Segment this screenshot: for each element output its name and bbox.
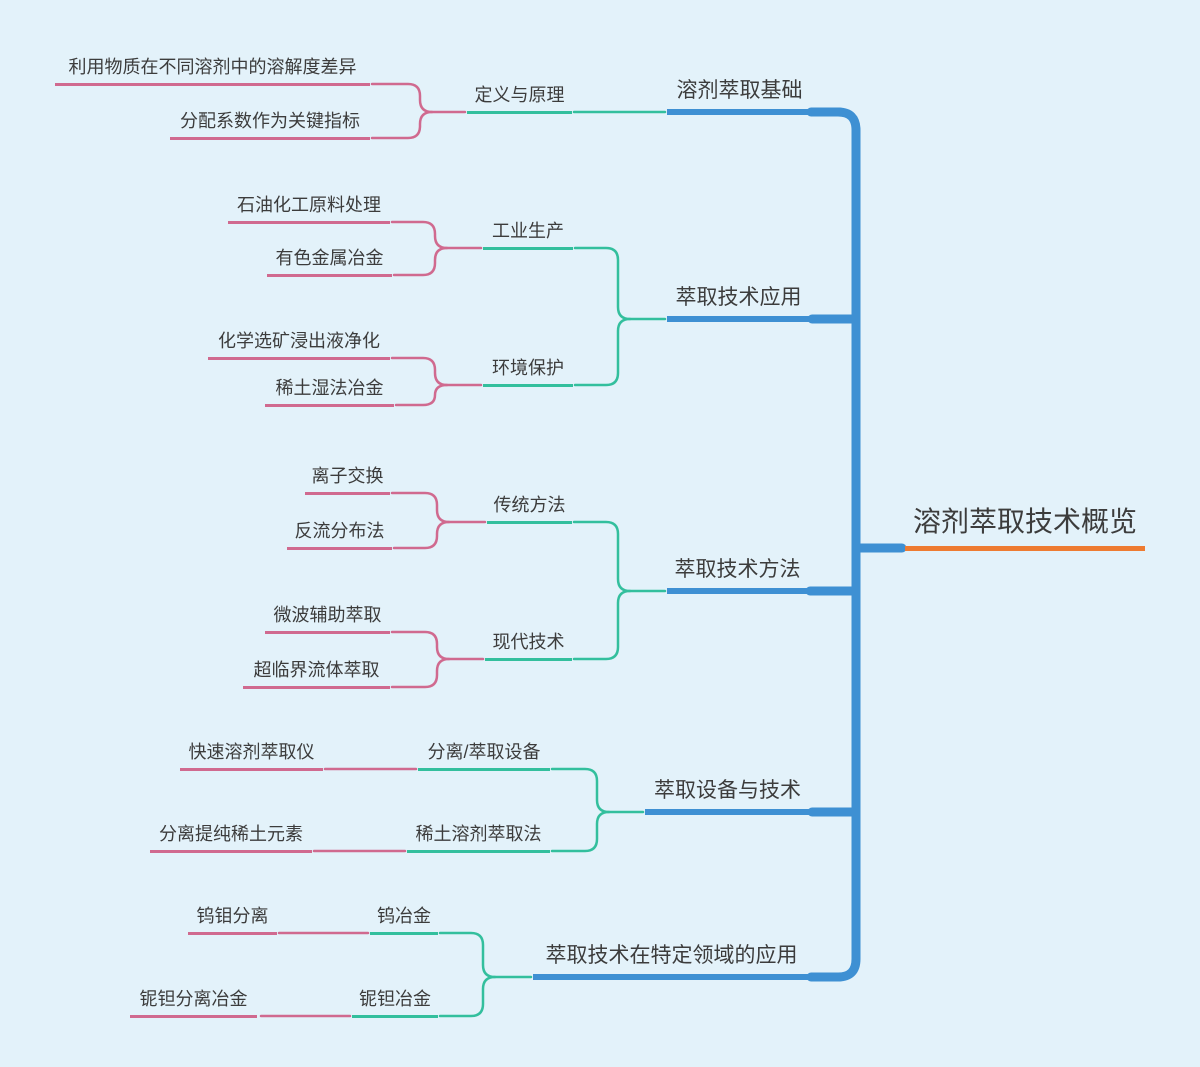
leaf-partition-coefficient[interactable]: 分配系数作为关键指标 [170, 110, 370, 140]
leaf-ion-exchange[interactable]: 离子交换 [305, 465, 390, 495]
connector-traditional-to-methods [572, 520, 667, 593]
branch-extraction-methods[interactable]: 萃取技术方法 [667, 557, 808, 594]
leaf-solubility-difference[interactable]: 利用物质在不同溶剂中的溶解度差异 [55, 56, 370, 86]
leaf-niobium-tantalum-separation[interactable]: 铌钽分离冶金 [130, 988, 257, 1018]
leaf-leachate-purification[interactable]: 化学选矿浸出液净化 [208, 330, 390, 360]
connector-solubility-leaf [370, 82, 467, 114]
connector-industrial-to-applications [573, 246, 667, 321]
connector-environment-to-applications [573, 317, 632, 387]
child-modern-technology[interactable]: 现代技术 [485, 631, 572, 661]
connector-hydrometallurgy-leaf [394, 383, 449, 407]
branch-extraction-basics[interactable]: 溶剂萃取基础 [667, 78, 812, 115]
branch-extraction-equipment[interactable]: 萃取设备与技术 [645, 778, 810, 815]
connector-rare-earth-to-branch4 [550, 810, 611, 853]
child-traditional-methods[interactable]: 传统方法 [487, 494, 572, 524]
child-separation-extraction-equipment[interactable]: 分离/萃取设备 [418, 741, 550, 771]
node-root[interactable]: 溶剂萃取技术概览 [905, 505, 1145, 551]
leaf-rare-earth-purification[interactable]: 分离提纯稀土元素 [150, 823, 312, 853]
connector-nonferrous-leaf [392, 246, 449, 277]
connector-petrochemical-leaf [390, 220, 483, 250]
connector-equipment-to-branch4 [550, 767, 645, 814]
child-rare-earth-solvent-extraction[interactable]: 稀土溶剂萃取法 [407, 823, 550, 853]
child-niobium-tantalum-metallurgy[interactable]: 铌钽冶金 [352, 988, 438, 1018]
connector-partition-leaf [370, 110, 434, 140]
connector-ion-exchange-leaf [390, 491, 487, 524]
child-definition-principle[interactable]: 定义与原理 [467, 84, 572, 114]
branch-domain-applications[interactable]: 萃取技术在特定领域的应用 [533, 943, 810, 980]
connector-niobium-to-branch5 [438, 975, 497, 1018]
child-environmental-protection[interactable]: 环境保护 [483, 357, 573, 387]
leaf-accelerated-solvent-extractor[interactable]: 快速溶剂萃取仪 [180, 741, 323, 771]
connector-countercurrent-leaf [392, 520, 451, 550]
leaf-countercurrent-distribution[interactable]: 反流分布法 [287, 520, 392, 550]
connector-modern-to-methods [572, 589, 632, 661]
connector-tungsten-to-branch5 [438, 931, 533, 979]
child-tungsten-metallurgy[interactable]: 钨冶金 [370, 905, 438, 935]
leaf-nonferrous-metallurgy[interactable]: 有色金属冶金 [267, 247, 392, 277]
leaf-tungsten-molybdenum-separation[interactable]: 钨钼分离 [188, 905, 277, 935]
leaf-supercritical-fluid[interactable]: 超临界流体萃取 [243, 659, 390, 689]
leaf-petrochemical-feedstock[interactable]: 石油化工原料处理 [228, 194, 390, 224]
connector-supercritical-leaf [390, 657, 451, 689]
leaf-microwave-assisted[interactable]: 微波辅助萃取 [265, 604, 390, 634]
connector-microwave-leaf [390, 630, 485, 661]
branch-extraction-applications[interactable]: 萃取技术应用 [667, 285, 810, 322]
leaf-rare-earth-hydrometallurgy[interactable]: 稀土湿法冶金 [265, 377, 394, 407]
child-industrial-production[interactable]: 工业生产 [483, 220, 573, 250]
connector-leachate-leaf [390, 356, 483, 387]
